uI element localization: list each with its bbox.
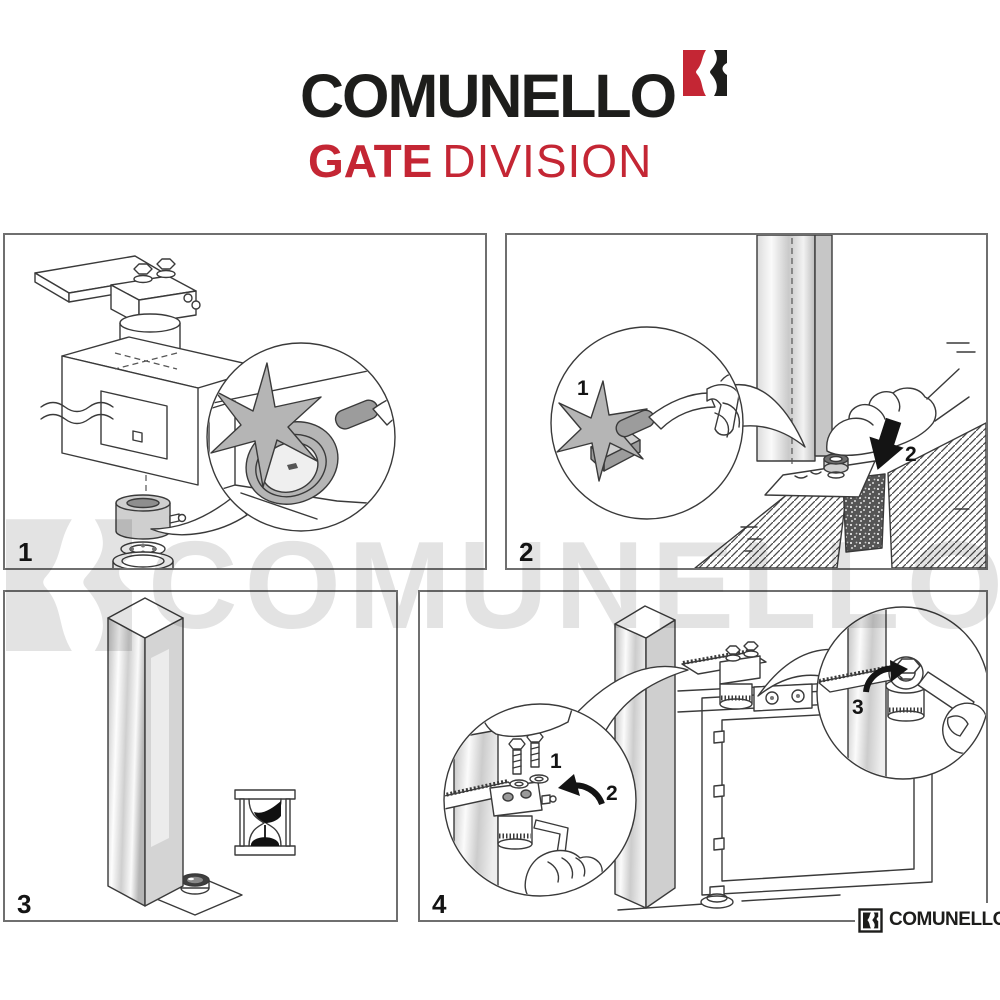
step-3-illustration: 3 — [17, 597, 296, 919]
step-label: 2 — [905, 443, 917, 466]
footer-brand-text: COMUNELLO — [889, 909, 1000, 930]
ground-pivot — [180, 873, 210, 895]
callout-tail — [732, 384, 806, 448]
brand-wordmark: COMUNELLO — [300, 62, 677, 130]
down-arrow-icon — [869, 417, 904, 470]
hand-upper — [480, 705, 578, 737]
callout-tail — [150, 496, 248, 536]
bearing-base — [112, 541, 174, 568]
comunello-k-mark-icon — [683, 50, 727, 96]
panel-step-1: 1 — [3, 233, 487, 570]
division-gate: GATE — [308, 135, 433, 187]
step-label: 3 — [852, 696, 864, 719]
hinge-assembly — [681, 641, 767, 710]
wrench-detail: 3 — [818, 608, 986, 778]
welding-torch-icon — [615, 372, 742, 438]
footer-brand: COMUNELLO — [855, 903, 1000, 937]
hand-placing-pivot — [826, 368, 970, 457]
step-1-illustration: 1 — [18, 255, 396, 568]
bolt-detail: 1 2 — [445, 705, 618, 895]
exploded-hinge-assembly — [34, 255, 266, 568]
panel-number: 4 — [432, 889, 447, 919]
panel-number: 2 — [519, 537, 533, 567]
step-label: 1 — [550, 750, 562, 773]
panel-number: 1 — [18, 537, 32, 567]
panel-step-3: 3 — [3, 590, 398, 922]
callout-label: 1 — [577, 377, 589, 400]
comunello-k-mark-small-icon — [858, 907, 883, 933]
step-4-illustration: 1 2 3 — [432, 605, 986, 919]
weld-spark-icon — [556, 380, 648, 482]
panel-number: 3 — [17, 889, 31, 919]
hourglass-icon — [234, 789, 296, 856]
gate-beam — [40, 336, 266, 486]
hand-lower — [524, 849, 603, 895]
panel-step-2: 2 1 2 — [505, 233, 988, 570]
step-label: 2 — [606, 782, 618, 805]
adjustable-foot — [700, 885, 734, 909]
hex-bolt-icon — [133, 258, 176, 284]
panel-step-4: 1 2 3 — [418, 590, 988, 922]
bolt-icon — [508, 738, 526, 775]
weld-detail: 1 — [556, 372, 742, 482]
step-2-illustration: 2 1 2 — [519, 235, 986, 568]
rotate-arrow-icon — [863, 660, 908, 693]
callout-tail — [571, 665, 689, 731]
gate-post — [107, 597, 184, 907]
rotate-arrow-icon — [558, 774, 605, 806]
division-division: DIVISION — [442, 135, 653, 187]
base-plate — [764, 460, 876, 498]
ground-pivot — [823, 453, 849, 479]
